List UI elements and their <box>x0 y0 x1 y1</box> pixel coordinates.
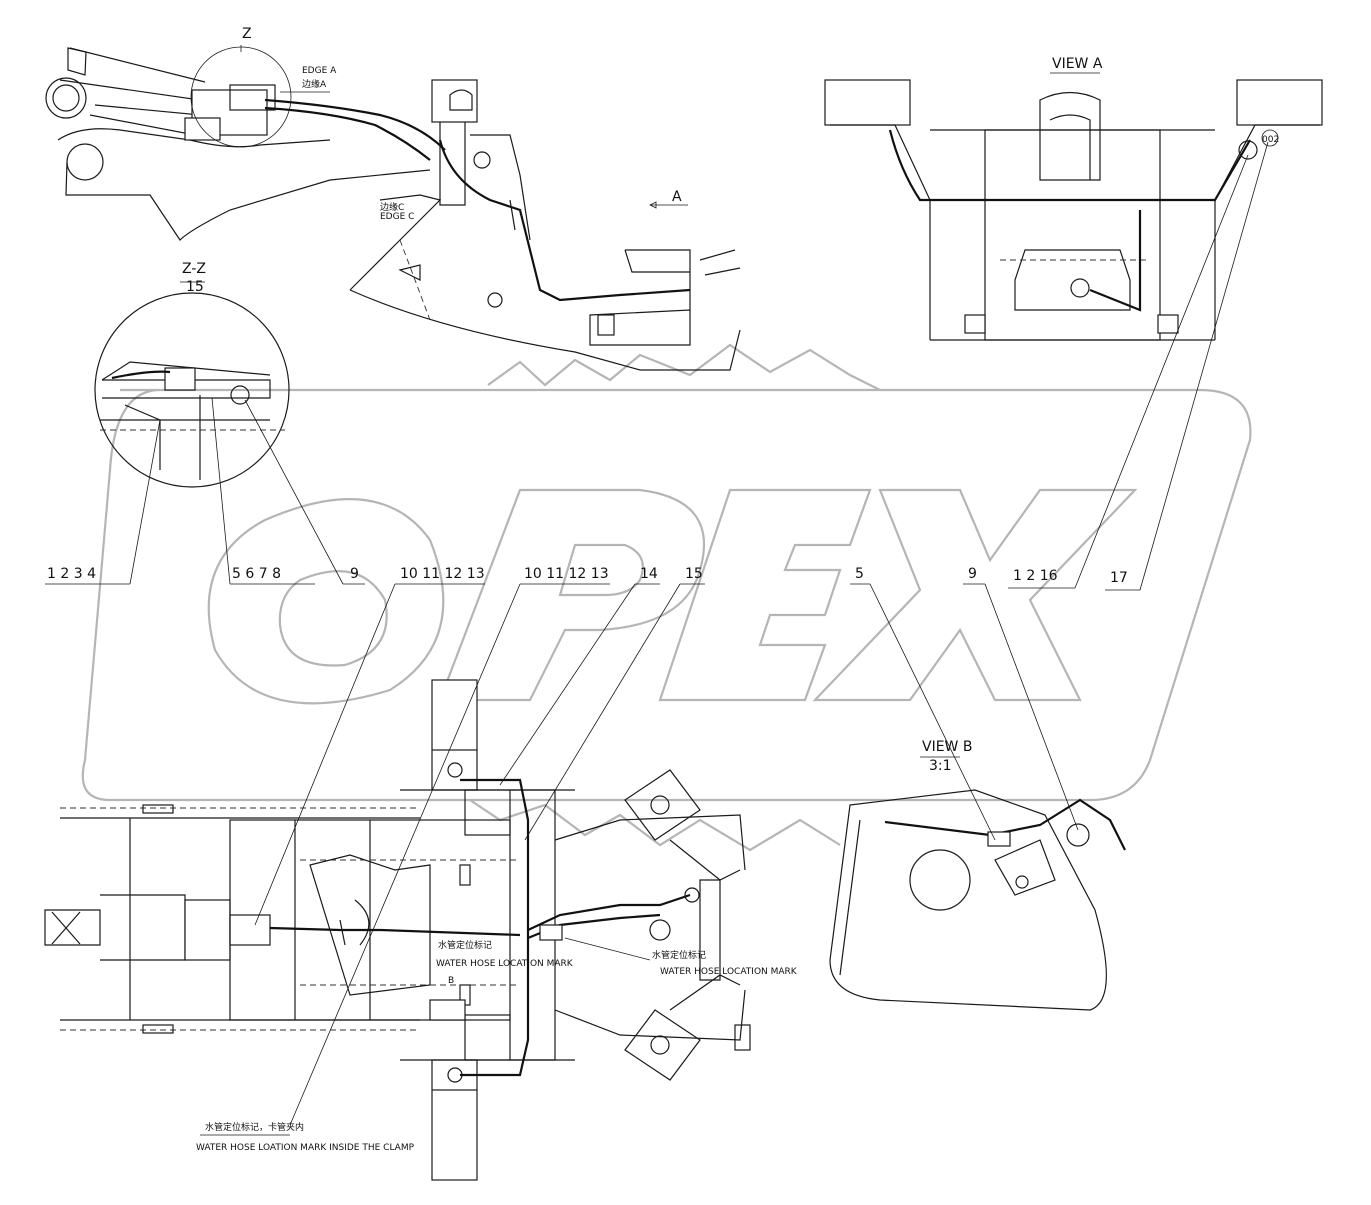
callouts: 1 2 3 4 5 6 7 8 9 10 11 12 13 10 11 12 1… <box>45 141 1269 1126</box>
hose-mark-cn-2: 水管定位标记 <box>652 949 706 961</box>
view-a-title: VIEW A <box>1052 56 1103 72</box>
hose-mark-en: WATER HOSE LOCATION MARK <box>436 959 574 969</box>
callout-10-13-a: 10 11 12 13 <box>400 566 485 582</box>
clamp-mark-cn: 水管定位标记，卡管夹内 <box>205 1121 304 1133</box>
callout-5-right: 5 <box>855 566 864 582</box>
callout-1-2-16: 1 2 16 <box>1013 568 1058 584</box>
view-b: VIEW B 3:1 <box>829 739 1126 1011</box>
side-elevation-view: Z EDGE A 边缘A 边缘C EDGE C A <box>45 26 741 371</box>
callout-10-13-b: 10 11 12 13 <box>524 566 609 582</box>
opex-watermark <box>81 343 1252 852</box>
zz-title: Z-Z <box>182 261 206 277</box>
callout-9-right: 9 <box>968 566 977 582</box>
zz-scale: 15 <box>186 279 204 295</box>
clamp-mark-en: WATER HOSE LOATION MARK INSIDE THE CLAMP <box>196 1143 415 1153</box>
plan-view: B 水管定位标记 WATER HOSE LOCATION MARK 水管定位标记… <box>44 679 798 1181</box>
view-b-scale: 3:1 <box>929 758 952 774</box>
callout-9-left: 9 <box>350 566 359 582</box>
section-b-label: B <box>448 976 454 986</box>
callout-1-2-3-4: 1 2 3 4 <box>47 566 96 582</box>
callout-14: 14 <box>640 566 658 582</box>
edge-a-label: EDGE A <box>302 66 337 76</box>
view-a: VIEW A 002 <box>824 56 1323 341</box>
view-b-title: VIEW B <box>922 739 972 755</box>
z-detail-mark: Z <box>242 26 252 42</box>
hose-mark-cn: 水管定位标记 <box>438 939 492 951</box>
edge-c-cn-label: 边缘C <box>380 201 404 213</box>
zz-detail-view: Z-Z 15 <box>94 261 290 488</box>
section-arrow-a-label: A <box>672 189 682 205</box>
gauge-ref-label: 002 <box>1262 135 1279 145</box>
edge-c-label: EDGE C <box>380 212 414 222</box>
edge-a-cn-label: 边缘A <box>302 78 327 90</box>
callout-15: 15 <box>685 566 703 582</box>
hose-mark-en-2: WATER HOSE LOCATION MARK <box>660 967 798 977</box>
callout-17: 17 <box>1110 570 1128 586</box>
callout-5-6-7-8: 5 6 7 8 <box>232 566 281 582</box>
